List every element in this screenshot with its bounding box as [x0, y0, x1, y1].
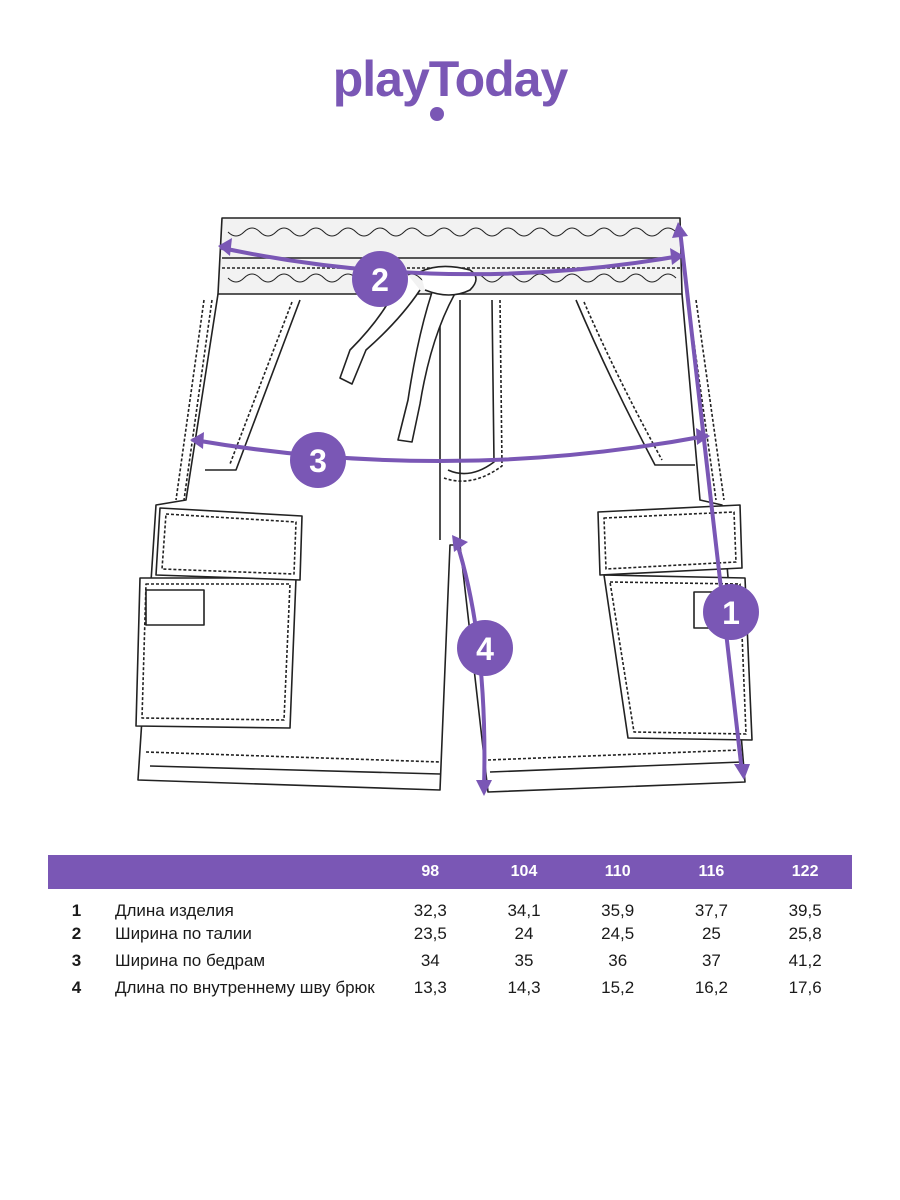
row-number: 1 — [71, 901, 82, 920]
row-value: 35 — [514, 951, 534, 970]
row-label: Длина по внутреннему шву брюк — [114, 978, 375, 997]
logo-dot — [430, 107, 444, 121]
marker-2: 2 — [352, 251, 408, 307]
row-value: 24,5 — [601, 924, 635, 943]
row-number: 2 — [71, 924, 82, 943]
size-header: 110 — [604, 863, 631, 880]
left-pocket-flap — [155, 507, 303, 581]
row-number: 4 — [71, 978, 82, 997]
svg-text:1: 1 — [722, 595, 740, 631]
measure-line-1 — [678, 228, 744, 774]
header-empty-label — [105, 855, 383, 889]
row-value: 35,9 — [601, 901, 635, 920]
row-value: 16,2 — [694, 978, 728, 997]
marker-3: 3 — [290, 432, 346, 488]
row-value: 34 — [420, 951, 440, 970]
size-table: 98 104 110 116 122 1 Длина изделия 32,3 … — [48, 855, 852, 1005]
row-value: 23,5 — [413, 924, 447, 943]
size-header: 122 — [791, 863, 819, 880]
table-row: 1 Длина изделия 32,3 34,1 35,9 37,7 39,5 — [48, 889, 852, 924]
brand-logo: playToday — [333, 51, 569, 121]
size-header-row: 98 104 110 116 122 — [48, 855, 852, 889]
row-value: 37 — [701, 951, 721, 970]
row-label: Ширина по бедрам — [114, 951, 266, 970]
row-value: 37,7 — [694, 901, 728, 920]
table-row: 4 Длина по внутреннему шву брюк 13,3 14,… — [48, 978, 852, 1005]
measure-line-3 — [192, 434, 708, 464]
brand-logo-text: playToday — [333, 51, 569, 107]
row-label: Длина изделия — [114, 901, 234, 920]
row-value: 32,3 — [413, 901, 447, 920]
size-header: 104 — [510, 863, 538, 880]
shorts-drawing: 2 3 1 4 — [135, 217, 759, 796]
row-value: 15,2 — [601, 978, 635, 997]
row-label: Ширина по талии — [114, 924, 252, 943]
row-value: 39,5 — [788, 901, 822, 920]
svg-text:2: 2 — [371, 262, 389, 298]
right-pocket-flap — [597, 504, 743, 576]
row-value: 14,3 — [507, 978, 541, 997]
measure-line-2 — [220, 246, 682, 277]
row-number: 3 — [71, 951, 82, 970]
marker-4: 4 — [457, 620, 513, 676]
size-header: 98 — [421, 863, 440, 880]
row-value: 25,8 — [788, 924, 822, 943]
svg-text:4: 4 — [476, 631, 494, 667]
row-value: 34,1 — [507, 901, 541, 920]
row-value: 24 — [514, 924, 534, 943]
size-header: 116 — [698, 863, 725, 880]
row-value: 17,6 — [788, 978, 822, 997]
table-row: 2 Ширина по талии 23,5 24 24,5 25 25,8 — [48, 924, 852, 951]
table-row: 3 Ширина по бедрам 34 35 36 37 41,2 — [48, 951, 852, 978]
marker-1: 1 — [703, 584, 759, 640]
svg-text:3: 3 — [309, 443, 327, 479]
row-value: 41,2 — [788, 951, 822, 970]
header-empty-num — [48, 855, 105, 889]
row-value: 25 — [701, 924, 721, 943]
row-value: 13,3 — [413, 978, 447, 997]
row-value: 36 — [608, 951, 628, 970]
